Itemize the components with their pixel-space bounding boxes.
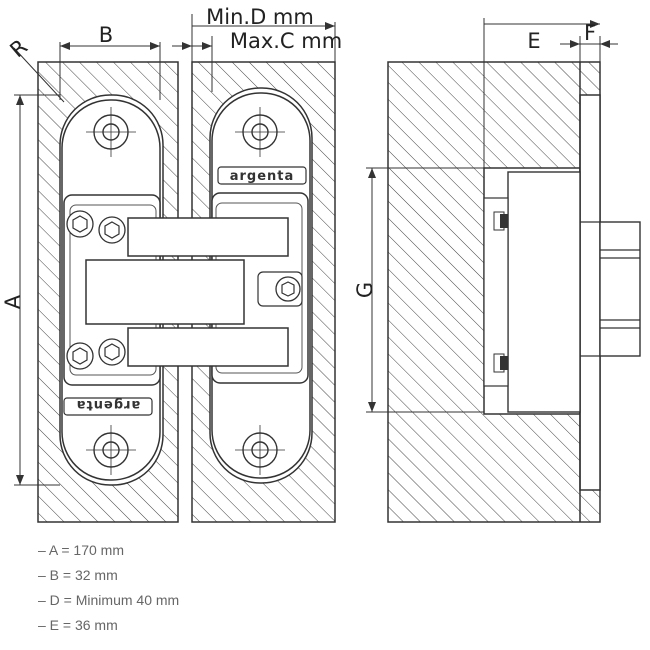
side-section-view <box>387 61 641 523</box>
dimension-b: B <box>59 23 161 100</box>
screw-hole-icon <box>235 107 285 157</box>
adjustment-screw-icon <box>98 216 126 244</box>
dimension-r-label: R <box>5 35 32 63</box>
adjustment-screw-icon <box>275 276 301 302</box>
dimension-e-label: E <box>527 29 540 53</box>
dimension-f-label: F <box>584 21 596 45</box>
adjustment-screw-icon <box>66 342 94 370</box>
adjustment-screw-icon <box>98 338 126 366</box>
screw-hole-icon <box>86 107 136 157</box>
brand-label-top: argenta <box>230 169 295 184</box>
spec-a: – A = 170 mm <box>38 542 124 558</box>
dimension-e: E <box>483 18 600 222</box>
dimension-min-d: Min.D mm <box>191 5 336 62</box>
dimension-g: G <box>353 167 484 413</box>
screw-hole-icon <box>86 425 136 475</box>
dimension-a: A <box>1 94 60 486</box>
dimension-max-c: Max.C mm <box>172 29 342 92</box>
hinge-arms <box>85 217 303 367</box>
dimension-b-label: B <box>99 23 113 47</box>
spec-b: – B = 32 mm <box>38 567 118 583</box>
brand-label-bottom: argenta <box>76 397 141 412</box>
dimension-a-label: A <box>1 294 25 309</box>
adjustment-screw-icon <box>66 210 94 238</box>
screw-hole-icon <box>235 425 285 475</box>
spec-e: – E = 36 mm <box>38 617 118 633</box>
specification-list: – A = 170 mm – B = 32 mm – D = Minimum 4… <box>38 538 179 638</box>
brand-plate-bottom: argenta <box>63 397 153 416</box>
dimension-f: F <box>560 21 618 62</box>
spec-d: – D = Minimum 40 mm <box>38 592 180 608</box>
dimension-min-d-label: Min.D mm <box>206 5 314 29</box>
dimension-max-c-label: Max.C mm <box>230 29 342 53</box>
brand-plate-top: argenta <box>217 166 307 185</box>
dimension-g-label: G <box>353 282 377 298</box>
